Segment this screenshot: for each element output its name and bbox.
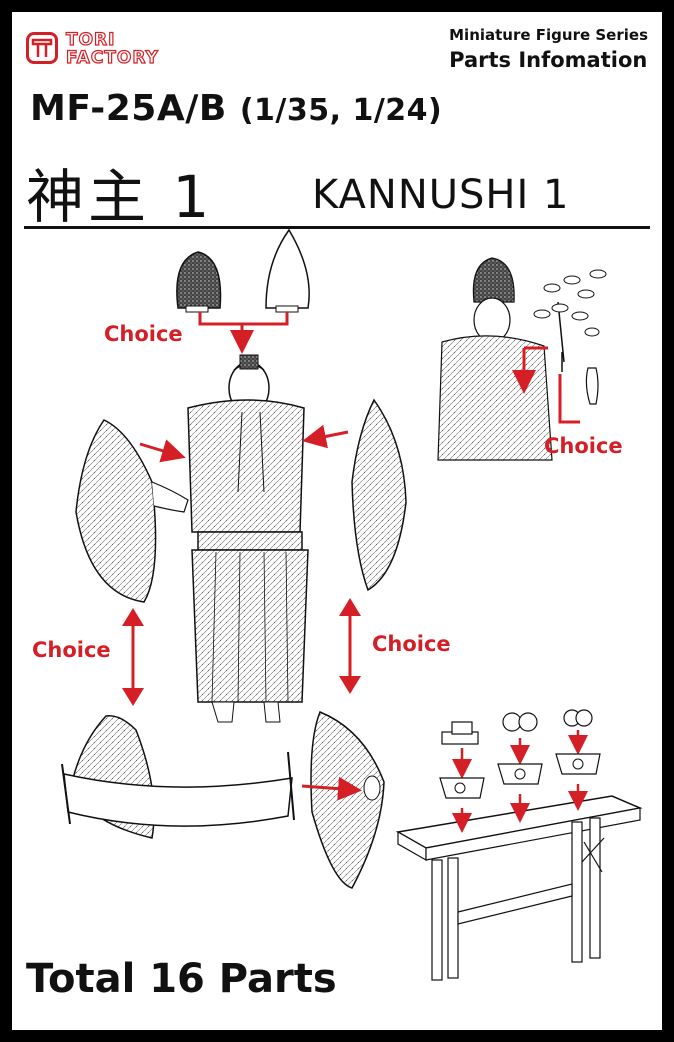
- double-arrow-left: [122, 608, 144, 706]
- offering-table: [395, 795, 643, 981]
- arrow-left-sleeve: [139, 439, 186, 463]
- series-heading: Miniature Figure Series Parts Infomation: [449, 26, 648, 72]
- inset-figure-with-branch: [437, 257, 607, 461]
- hat-eboshi-dark: [176, 251, 222, 313]
- tori-logo-icon: [26, 32, 58, 64]
- sleeve-upper-right: [351, 398, 407, 592]
- brand-line-1: TORI: [65, 29, 116, 50]
- sleeve-lower-right: [310, 711, 385, 889]
- product-code: MF-25A/B (1/35, 1/24): [30, 88, 442, 129]
- choice-label-left: Choice: [32, 638, 111, 662]
- brand-logo: TORI FACTORY: [26, 29, 206, 82]
- double-arrow-right: [339, 598, 361, 694]
- series-name: Miniature Figure Series: [449, 26, 648, 44]
- choice-label-hats: Choice: [104, 322, 183, 346]
- choice-label-right: Choice: [372, 632, 451, 656]
- instruction-sheet: TORI FACTORY Miniature Figure Series Par…: [12, 12, 662, 1030]
- brand-line-2: FACTORY: [65, 47, 159, 68]
- arrow-lower-right: [301, 776, 362, 801]
- title-japanese: 神主 1: [26, 163, 214, 231]
- parts-illustration: [61, 228, 643, 981]
- hat-eboshi-white: [265, 228, 310, 313]
- product-code-text: MF-25A/B: [30, 88, 227, 129]
- product-scale: (1/35, 1/24): [239, 93, 443, 128]
- offering-stands: [439, 709, 601, 833]
- choice-label-branch: Choice: [544, 434, 623, 458]
- sleeve-upper-left: [75, 419, 189, 603]
- hat-choice-bracket: [198, 312, 289, 354]
- series-subtitle: Parts Infomation: [449, 48, 648, 72]
- header-divider: [24, 226, 650, 229]
- sleeve-lower-left-with-scroll: [61, 715, 295, 839]
- title-english: KANNUSHI 1: [312, 172, 570, 218]
- arrow-right-sleeve: [302, 424, 349, 449]
- total-parts: Total 16 Parts: [26, 956, 337, 1002]
- figure-body: [187, 354, 309, 723]
